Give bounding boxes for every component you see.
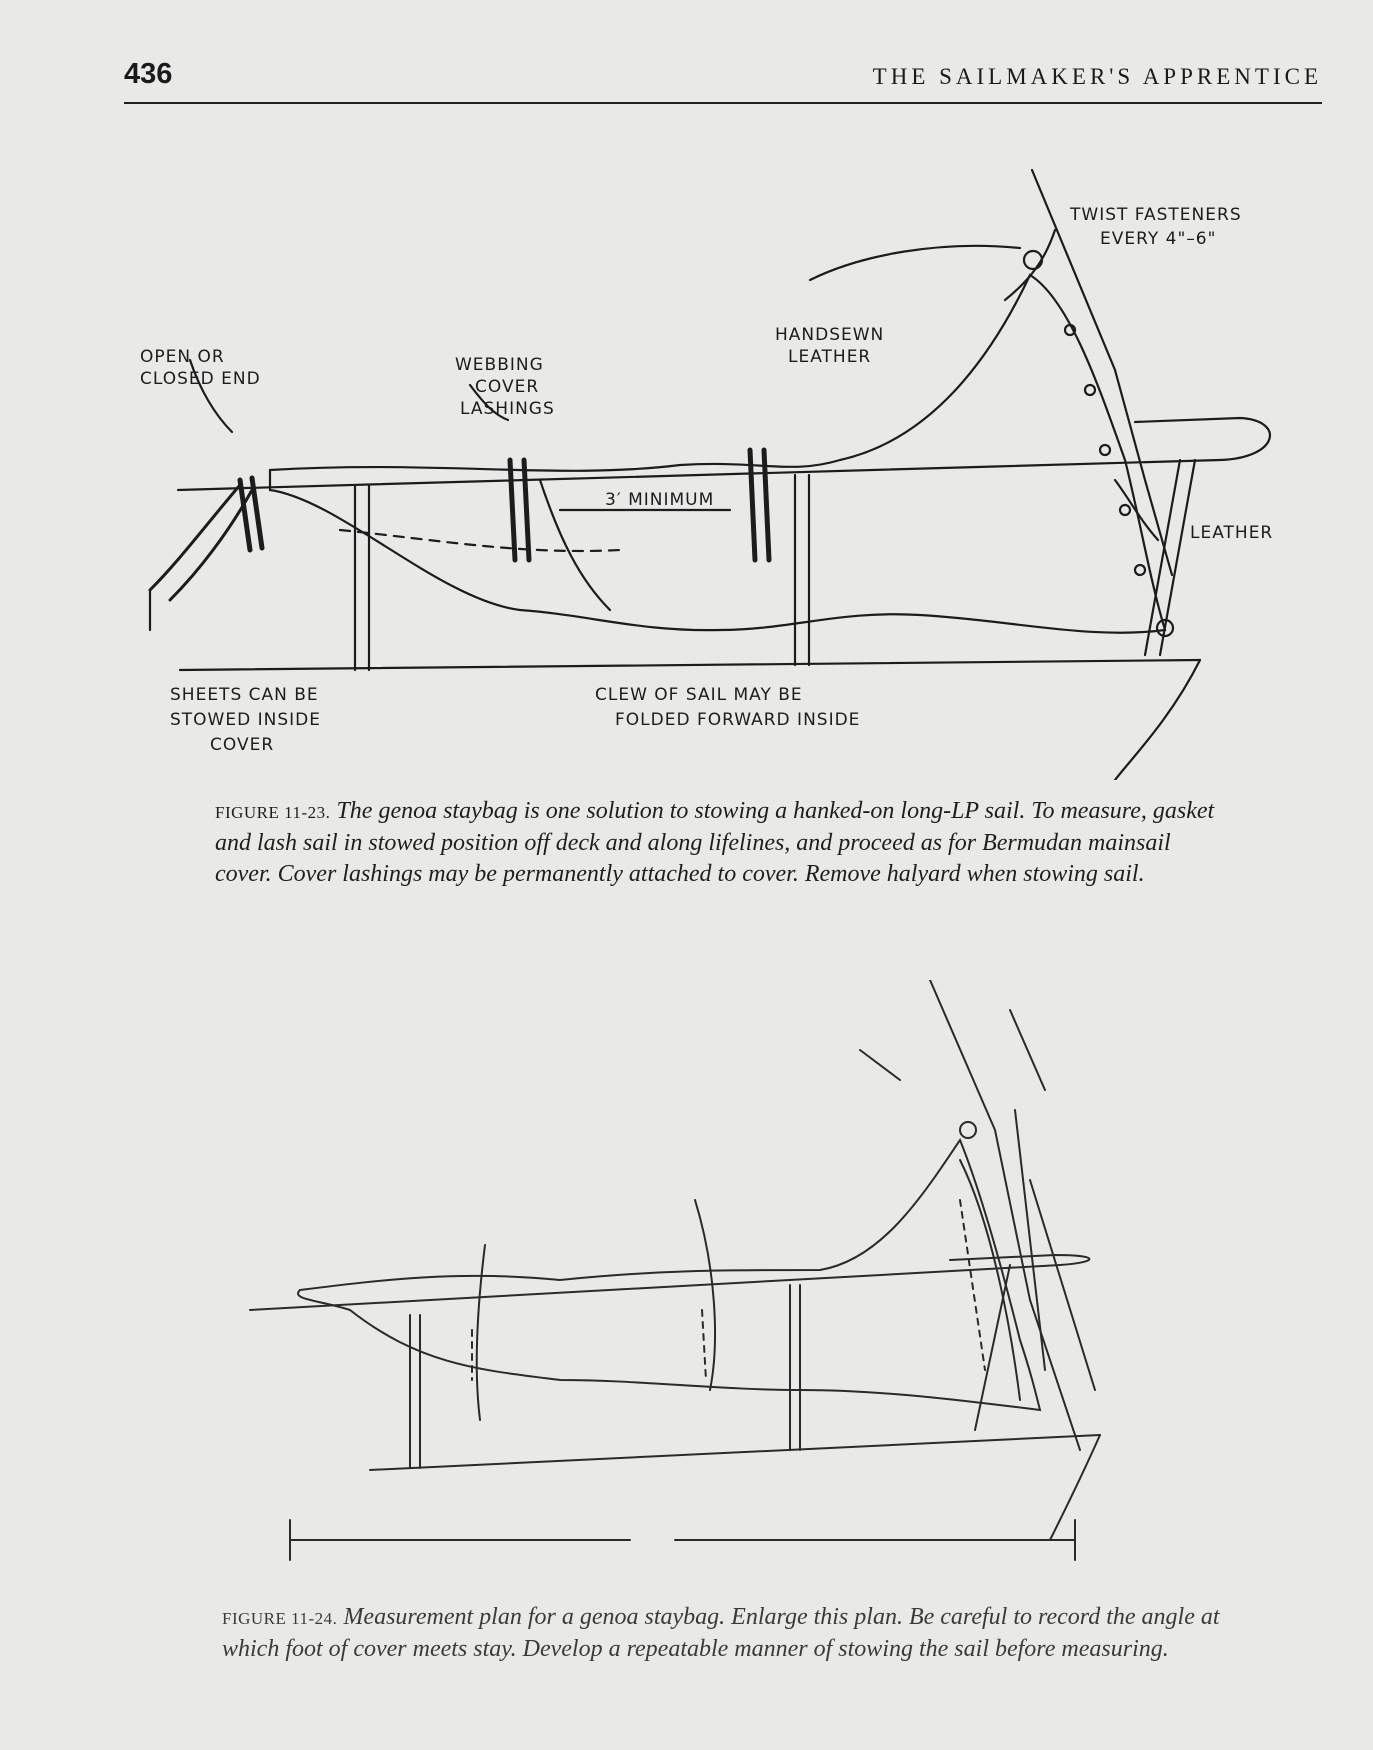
girth-dash-2 (701, 1309, 707, 1381)
fastener (1133, 563, 1147, 577)
fastener (1118, 503, 1132, 517)
caption-label: FIGURE 11-24. (222, 1609, 338, 1628)
label-handsewn-1: HANDSEWN (775, 325, 884, 345)
caption-text: The genoa staybag is one solution to sto… (215, 798, 1215, 887)
label-sheets-2: STOWED INSIDE (170, 710, 321, 730)
head-arrow (1009, 1009, 1046, 1091)
lashing-aft (237, 475, 265, 553)
lashing-mid (507, 457, 532, 563)
staybag-outline (297, 1137, 1042, 1412)
staybag-drawing: TWIST FASTENERS EVERY 4"–6" HANDSEWN LEA… (140, 168, 1273, 780)
length-dimension-ends (289, 1519, 1076, 1561)
head-ring (959, 1121, 977, 1139)
girth-arrow-3 (959, 1159, 1021, 1401)
forestay-line (1030, 168, 1174, 577)
sheets-rope (148, 483, 254, 602)
luff-length-arrow (1014, 1109, 1046, 1371)
leader-clew (538, 478, 612, 612)
leather-tack (1155, 618, 1175, 638)
figure-11-23-illustration: TWIST FASTENERS EVERY 4"–6" HANDSEWN LEA… (140, 160, 1330, 780)
label-twist-fasteners-1: TWIST FASTENERS (1069, 205, 1242, 225)
figure-11-23-caption: FIGURE 11-23. The genoa staybag is one s… (215, 796, 1225, 890)
lashing-fwd (747, 447, 772, 563)
label-minimum: 3′ MINIMUM (605, 490, 714, 510)
lifeline (176, 416, 1271, 492)
leader-twist (1003, 228, 1057, 302)
label-clew-2: FOLDED FORWARD INSIDE (615, 710, 860, 730)
label-handsewn-2: LEATHER (788, 347, 871, 367)
label-sheets-3: COVER (210, 735, 274, 755)
fastener (1063, 323, 1077, 337)
leader-leather (1113, 478, 1160, 542)
label-open-end-2: CLOSED END (140, 369, 261, 389)
running-title: THE SAILMAKER'S APPRENTICE (872, 64, 1322, 89)
stanchion-aft (409, 1314, 421, 1469)
leader-webbing (468, 383, 510, 422)
label-webbing-3: LASHINGS (460, 399, 555, 419)
bow-line (1049, 1434, 1101, 1541)
figure-11-24-caption: FIGURE 11-24. Measurement plan for a gen… (222, 1602, 1232, 1665)
label-twist-fasteners-2: EVERY 4"–6" (1100, 229, 1216, 249)
deck-line (178, 658, 1202, 672)
label-clew-1: CLEW OF SAIL MAY BE (595, 685, 803, 705)
figure-11-24-illustration (240, 980, 1180, 1570)
leader-handsewn (808, 244, 1022, 282)
fastener (1098, 443, 1112, 457)
stanchion-fwd (789, 1284, 801, 1451)
staybag-outline (268, 273, 1167, 634)
luff-length-arrow-2 (1029, 1179, 1096, 1391)
forestay-line (929, 980, 1081, 1451)
bow-line (1113, 658, 1202, 780)
lifeline (249, 1253, 1091, 1311)
clew-fold-line (338, 528, 622, 553)
page-header: 436 THE SAILMAKER'S APPRENTICE (124, 52, 1322, 104)
caption-label: FIGURE 11-23. (215, 803, 331, 822)
girth-arrow-1 (475, 1244, 486, 1421)
caption-text: Measurement plan for a genoa staybag. En… (222, 1604, 1220, 1662)
label-webbing-2: COVER (475, 377, 539, 397)
handsewn-leather-head (1022, 249, 1044, 271)
page-number: 436 (124, 58, 173, 90)
label-leather: LEATHER (1190, 523, 1273, 543)
girth-arrow-2 (694, 1199, 716, 1391)
label-sheets-1: SHEETS CAN BE (170, 685, 319, 705)
fastener (1083, 383, 1097, 397)
stanchion-aft (353, 483, 371, 672)
pulpit (1143, 458, 1197, 657)
luff-arrow (859, 1049, 901, 1081)
deck-line (369, 1434, 1101, 1471)
measurement-plan-drawing (249, 980, 1101, 1561)
stanchion-fwd (793, 473, 811, 667)
girth-dash-3 (959, 1199, 986, 1371)
leader-open-end (188, 358, 234, 434)
label-webbing-1: WEBBING (455, 355, 544, 375)
label-open-end-1: OPEN OR (140, 347, 225, 367)
